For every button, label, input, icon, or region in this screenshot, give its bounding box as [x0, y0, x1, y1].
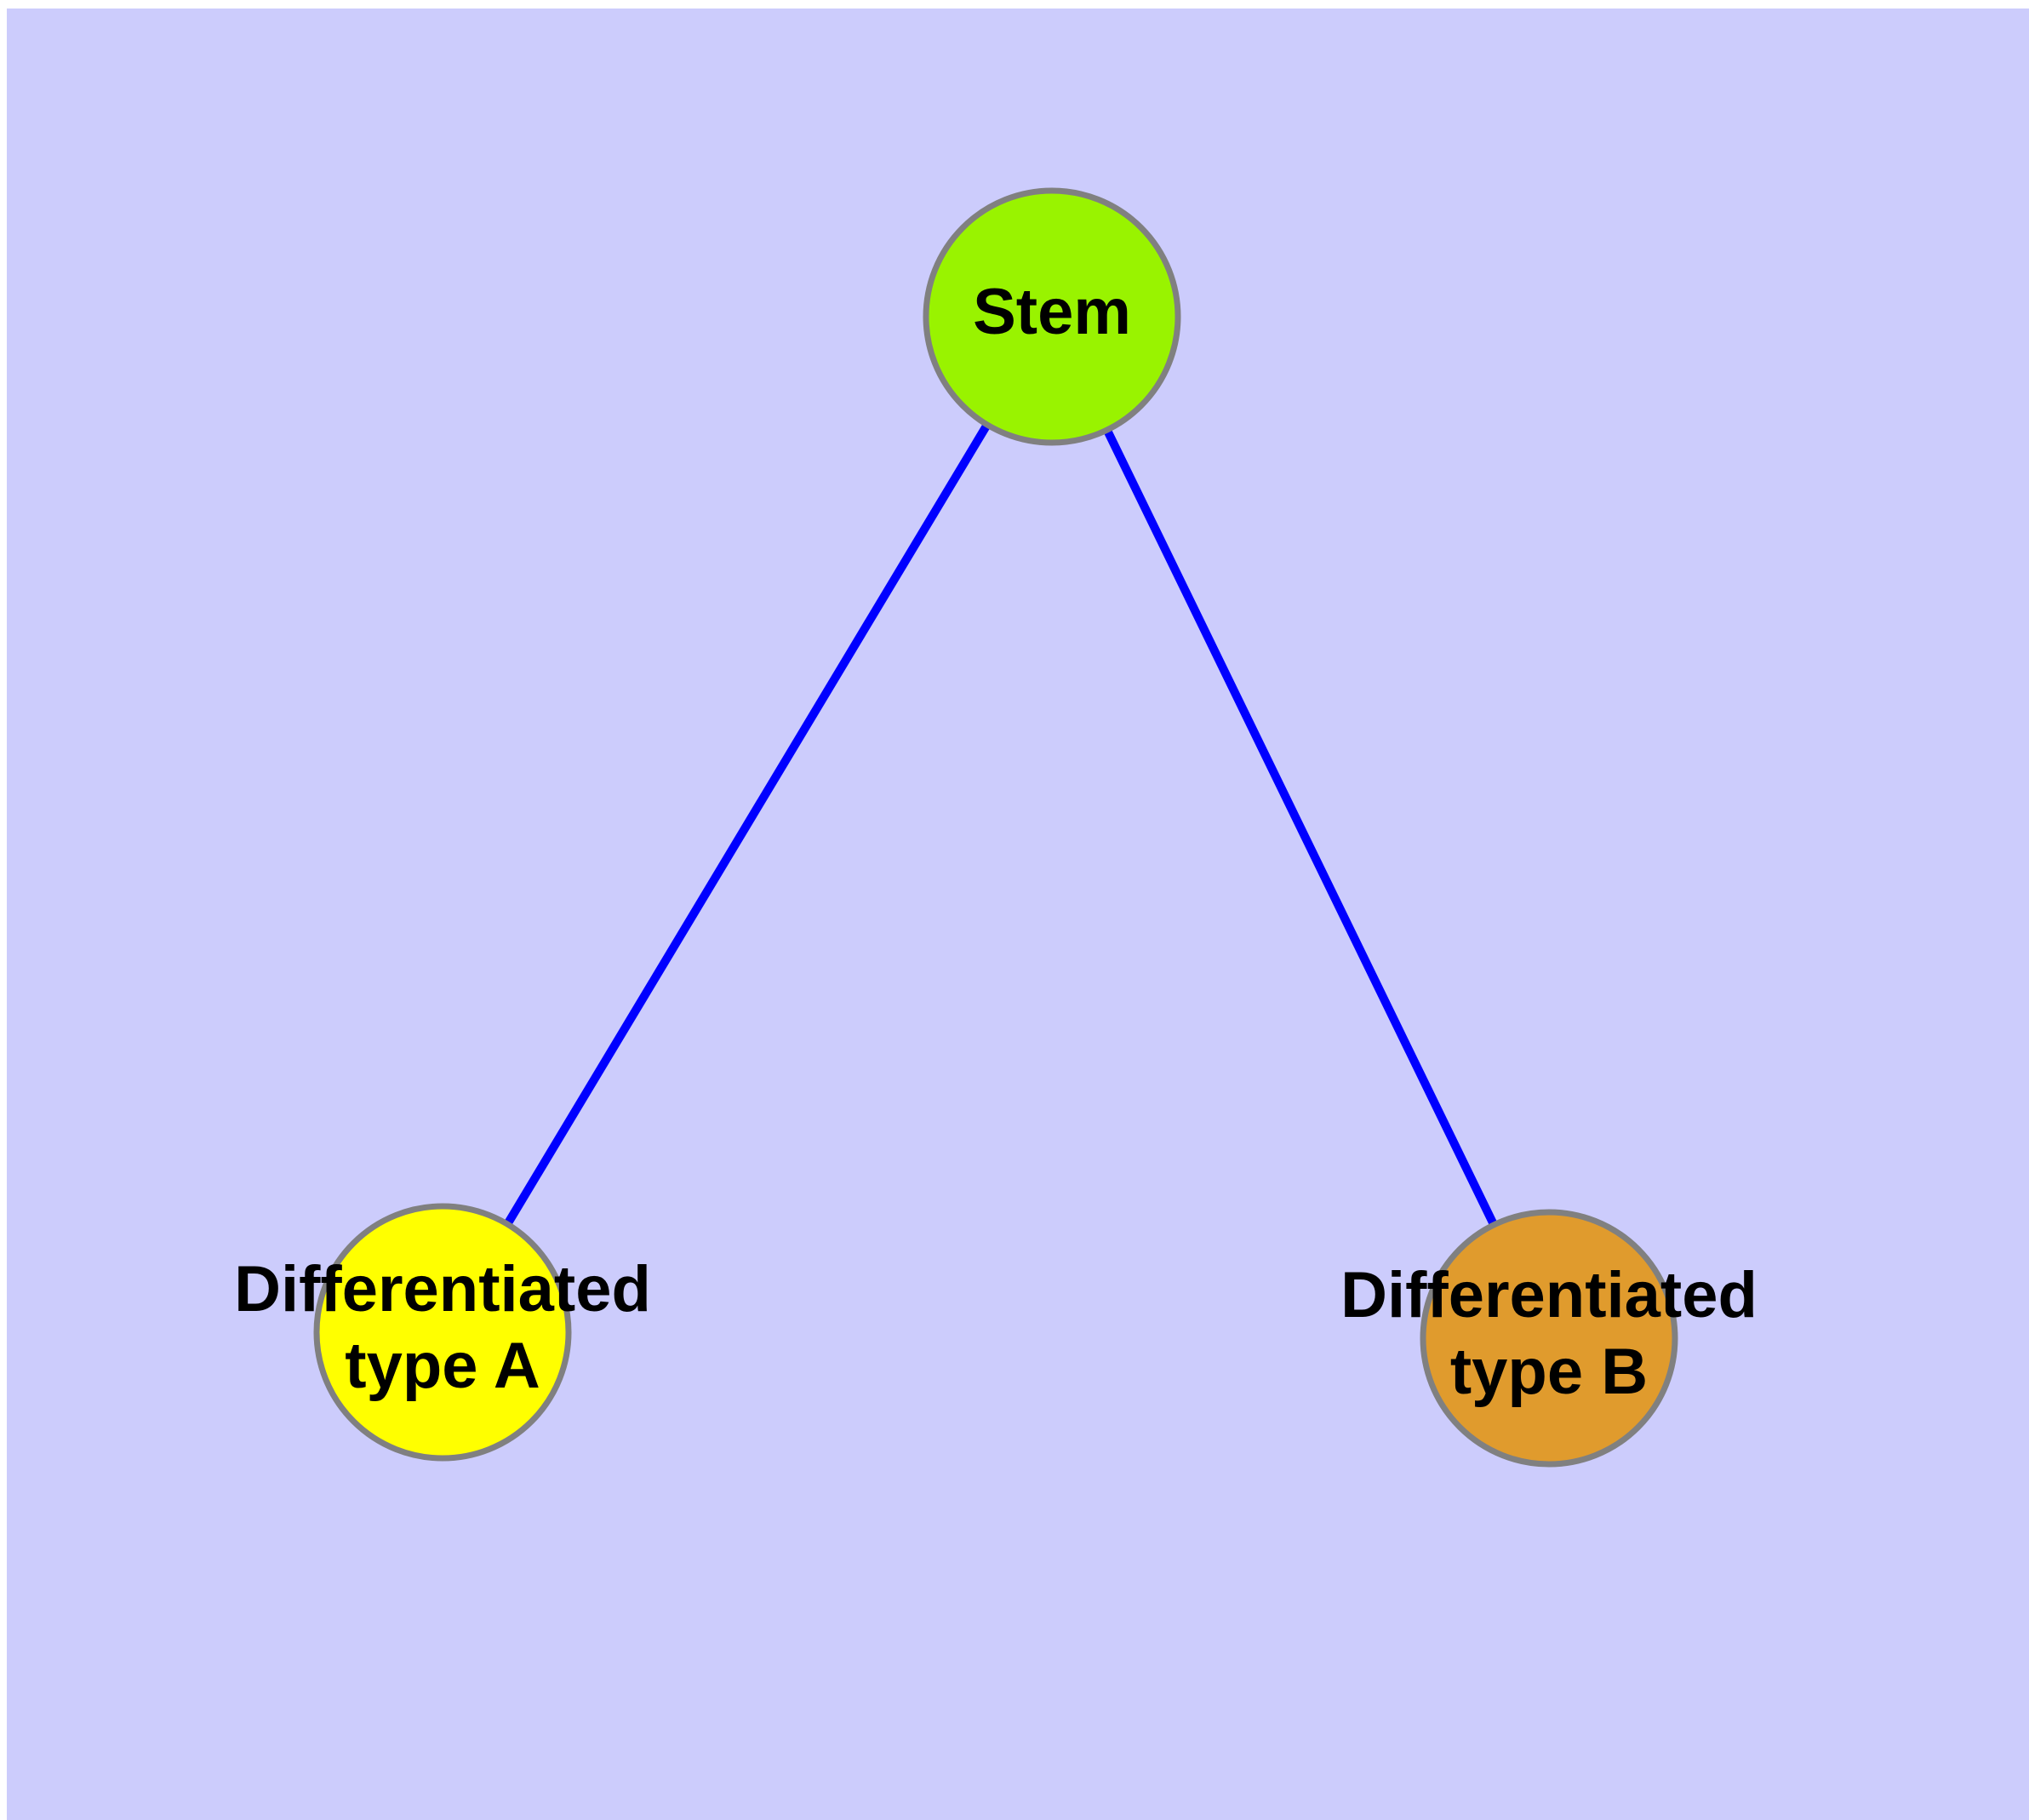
edge-layer [438, 314, 1553, 1341]
node-label-line: type A [345, 1330, 540, 1402]
edge-stem-to-differentiated-type-a[interactable] [438, 314, 1056, 1335]
node-circle-differentiated-type-a[interactable] [313, 1203, 572, 1462]
node-stem[interactable]: Stem [923, 187, 1181, 446]
edge-stem-to-differentiated-type-b[interactable] [1048, 314, 1553, 1341]
node-circle-differentiated-type-b[interactable] [1420, 1209, 1678, 1468]
node-label-stem: Stem [973, 276, 1131, 348]
node-label-line: Stem [973, 276, 1131, 348]
node-label-line: type B [1450, 1336, 1648, 1408]
node-label-line: Differentiated [1340, 1259, 1758, 1331]
node-label-line: Differentiated [234, 1253, 651, 1325]
node-circle-stem[interactable] [923, 187, 1181, 446]
